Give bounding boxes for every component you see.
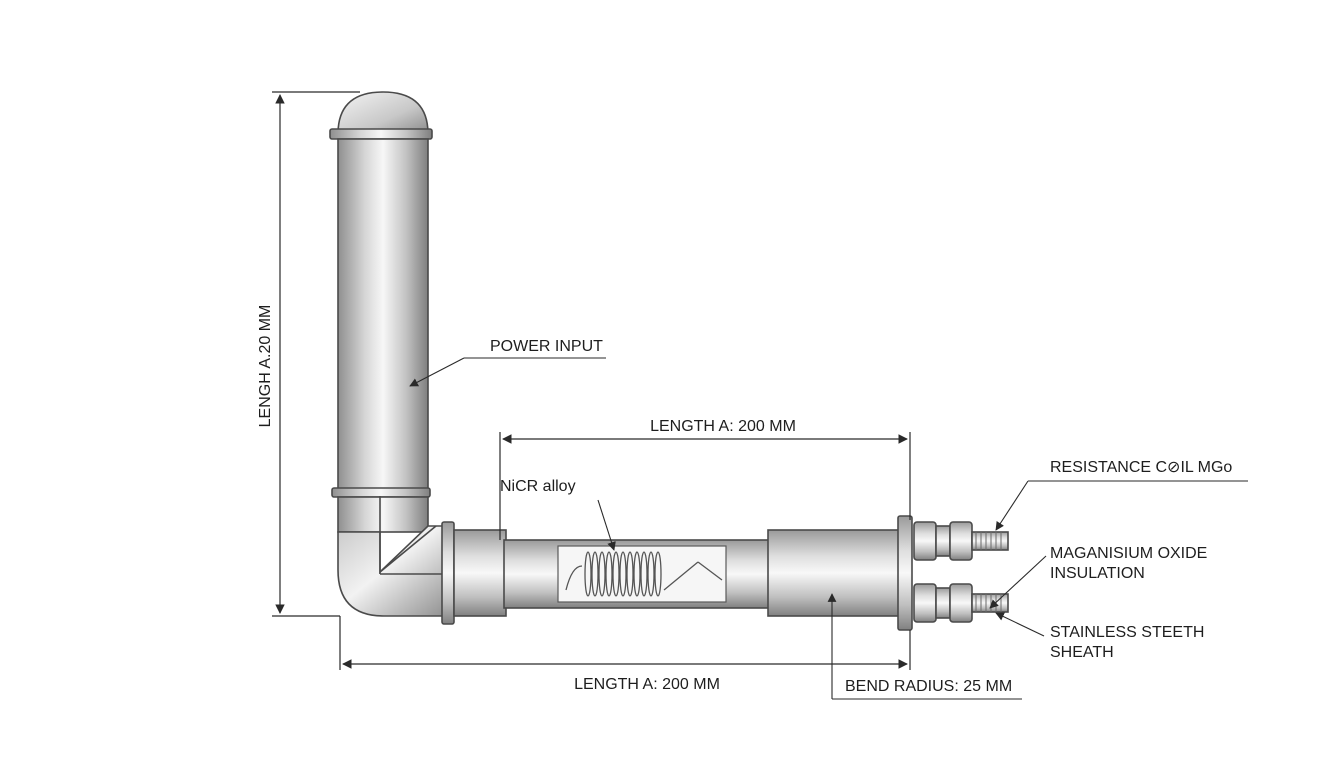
insulation-leader — [989, 555, 1047, 609]
power-input-label: POWER INPUT — [490, 338, 603, 355]
bend-radius-label: BEND RADIUS: 25 MM — [845, 678, 1012, 695]
insulation-label-line2: INSULATION — [1050, 565, 1145, 582]
elbow-bend — [337, 496, 451, 617]
resistance-coil-label: RESISTANCE C⊘IL MGo — [1050, 459, 1232, 476]
sheath-label-line2: SHEATH — [1050, 644, 1114, 661]
horizontal-tube — [441, 515, 913, 631]
sheath-label-line1: STAINLESS STEETH — [1050, 624, 1204, 641]
bottom-length-label: LENGTH A: 200 MM — [574, 676, 720, 693]
resistance-coil-leader — [995, 480, 1248, 531]
sheath-leader — [995, 612, 1045, 637]
top-length-label: LENGTH A: 200 MM — [650, 418, 796, 435]
terminal-lower — [913, 583, 1009, 623]
power-input-leader — [409, 357, 606, 387]
nicr-alloy-label: NiCR alloy — [500, 478, 576, 495]
terminal-upper — [913, 521, 1009, 561]
bottom-dimension — [339, 616, 911, 670]
vertical-length-label: LENGH A.20 MM — [257, 305, 274, 428]
vertical-dimension — [272, 91, 360, 617]
resistance-coil — [565, 551, 723, 597]
nicr-leader — [597, 499, 616, 551]
vertical-tube — [329, 91, 433, 533]
insulation-label-line1: MAGANISIUM OXIDE — [1050, 545, 1207, 562]
bend-radius-leader — [827, 593, 1022, 700]
top-dimension — [499, 432, 911, 540]
